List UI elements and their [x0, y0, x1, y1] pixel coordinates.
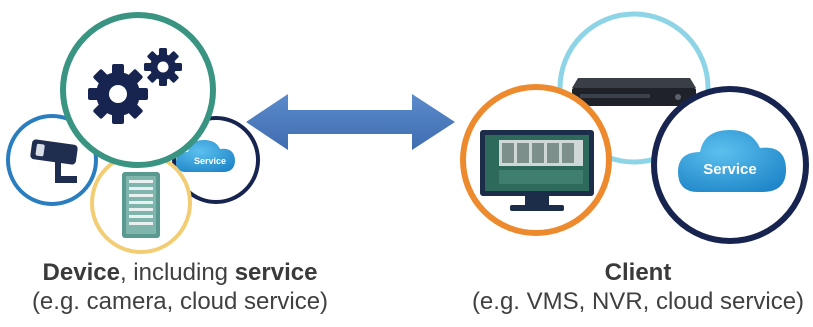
vms-monitor-icon [480, 130, 594, 211]
device-server-circle [90, 152, 192, 254]
client-cloud-icon [678, 130, 786, 192]
device-caption: Device, including service (e.g. camera, … [0, 258, 360, 316]
device-title: Device, including service [0, 258, 360, 287]
client-title-bold: Client [604, 259, 672, 286]
client-cloud-label: Service [703, 161, 756, 178]
bidirectional-arrow [246, 94, 455, 150]
device-cloud-icon [176, 140, 235, 172]
device-subtitle: (e.g. camera, cloud service) [31, 288, 329, 315]
client-service-circle: Service [651, 86, 809, 244]
device-title-bold-device: Device [42, 259, 120, 286]
server-rack-icon [122, 172, 160, 238]
small-gear-icon [144, 48, 182, 86]
client-subtitle: (e.g. VMS, NVR, cloud service) [471, 288, 805, 315]
client-vms-circle [460, 84, 612, 236]
large-gear-icon [88, 64, 148, 124]
device-cloud-label: Service [194, 156, 226, 166]
client-title: Client [443, 258, 813, 287]
device-gear-circle [60, 12, 216, 168]
device-title-bold-service: service [234, 259, 318, 286]
nvr-recorder-icon [572, 78, 696, 106]
client-caption: Client (e.g. VMS, NVR, cloud service) [443, 258, 813, 316]
device-camera-circle [6, 114, 98, 206]
device-title-middle: , including [119, 259, 235, 286]
camera-icon [30, 139, 78, 183]
